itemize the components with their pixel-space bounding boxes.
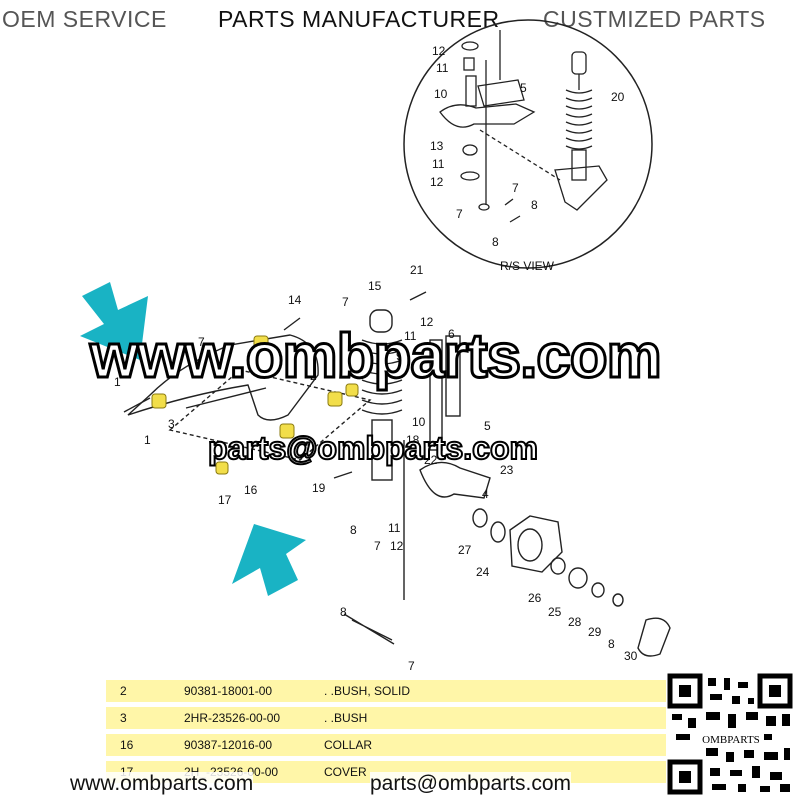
inset-label: 8 <box>531 198 538 212</box>
part-label: 27 <box>458 543 472 557</box>
ref-cell: 16 <box>120 738 134 752</box>
header-customized-parts: CUSTMIZED PARTS <box>543 6 766 32</box>
part-label: 30 <box>624 649 638 663</box>
part-label: 22 <box>424 453 438 467</box>
part-number-cell: 90387-12016-00 <box>184 738 273 752</box>
arrow-bottom-icon <box>232 524 306 596</box>
part-label: 26 <box>528 591 542 605</box>
part-number-cell: 2HR-23526-00-00 <box>184 711 281 725</box>
footer-email: parts@ombparts.com <box>370 772 572 796</box>
inset-label: 11 <box>432 157 445 171</box>
inset-label: 7 <box>456 207 463 221</box>
pointer-arrows <box>80 282 306 596</box>
description-cell: COVER <box>324 765 367 779</box>
highlighted-bushings <box>151 335 359 475</box>
description-cell: COLLAR <box>324 738 373 752</box>
part-label: 23 <box>500 463 514 477</box>
part-label: 9 <box>396 349 403 363</box>
qr-label: OMBPARTS <box>702 734 760 746</box>
part-label: 11 <box>388 521 401 535</box>
description-cell: . .BUSH <box>324 711 368 725</box>
part-label: 25 <box>548 605 562 619</box>
part-label: 15 <box>368 279 382 293</box>
part-label: 12 <box>390 539 404 553</box>
inset-caption: R/S VIEW <box>500 259 555 273</box>
part-number-cell: 90381-18001-00 <box>184 684 273 698</box>
part-label: 29 <box>588 625 602 639</box>
part-label: 8 <box>608 637 615 651</box>
part-label: 17 <box>218 493 232 507</box>
inset-label: 12 <box>432 44 446 58</box>
description-cell: . .BUSH, SOLID <box>324 684 411 698</box>
part-label: 14 <box>288 293 302 307</box>
part-label: 7 <box>342 295 349 309</box>
part-label: 3 <box>168 417 175 431</box>
part-label: 7 <box>408 659 415 673</box>
header-banner: OEM SERVICE PARTS MANUFACTURER CUSTMIZED… <box>0 0 800 38</box>
part-label: 16 <box>244 483 258 497</box>
part-label: 7 <box>198 335 205 349</box>
main-assembly-drawing <box>123 291 671 657</box>
inset-label: 13 <box>430 139 444 153</box>
part-label: 4 <box>482 487 489 501</box>
part-label: 6 <box>448 327 455 341</box>
part-label: 5 <box>484 419 491 433</box>
watermark-email: parts@ombparts.com <box>207 430 539 466</box>
table-row: 2 90381-18001-00 . .BUSH, SOLID <box>106 680 666 702</box>
qr-code: OMBPARTS <box>666 672 796 798</box>
part-label: 18 <box>406 433 420 447</box>
watermark-site: www.ombparts.com <box>89 322 664 391</box>
inset-label: 7 <box>512 181 519 195</box>
part-label: 11 <box>404 329 417 343</box>
table-row: 3 2HR-23526-00-00 . .BUSH <box>106 707 666 729</box>
footer-site: www.ombparts.com <box>70 772 254 796</box>
part-label: 8 <box>340 605 347 619</box>
ref-cell: 3 <box>120 711 127 725</box>
part-label: 24 <box>476 565 490 579</box>
arrow-top-left-icon <box>80 282 148 360</box>
part-label: 7 <box>374 539 381 553</box>
part-label: 1 <box>144 433 151 447</box>
part-label: 10 <box>412 415 426 429</box>
inset-label: 8 <box>492 235 499 249</box>
inset-rs-view: 12 11 10 5 20 13 11 12 7 7 8 8 R/S VIEW <box>403 19 653 273</box>
header-parts-manufacturer: PARTS MANUFACTURER <box>218 6 500 32</box>
part-label: 1 <box>114 375 121 389</box>
part-label: 21 <box>410 263 424 277</box>
main-part-labels: 21 14 7 15 12 11 6 9 1 2 3 4 5 10 16 17 … <box>114 263 638 673</box>
part-label: 28 <box>568 615 582 629</box>
qr-code-icon: OMBPARTS <box>667 673 793 795</box>
table-row: 16 90387-12016-00 COLLAR <box>106 734 666 756</box>
inset-label: 10 <box>434 87 448 101</box>
header-oem-service: OEM SERVICE <box>2 6 167 32</box>
part-label: 12 <box>420 315 434 329</box>
inset-label: 12 <box>430 175 444 189</box>
part-label: 8 <box>350 523 357 537</box>
ref-cell: 2 <box>120 684 127 698</box>
inset-label: 11 <box>436 61 449 75</box>
inset-label: 5 <box>520 81 527 95</box>
part-label: 19 <box>312 481 326 495</box>
inset-label: 20 <box>611 90 625 104</box>
part-label: 2 <box>310 369 317 383</box>
